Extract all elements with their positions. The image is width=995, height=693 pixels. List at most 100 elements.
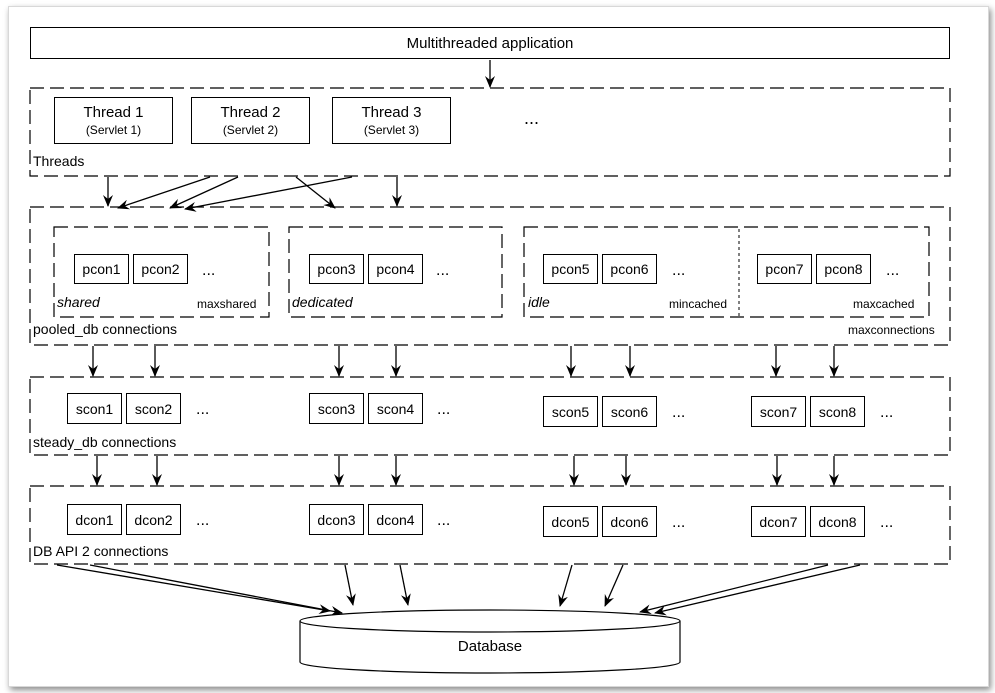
maxconnections-label: maxconnections bbox=[848, 323, 935, 337]
dcon6-box: dcon6 bbox=[602, 506, 657, 537]
thread-box-3: Thread 3 (Servlet 3) bbox=[332, 97, 451, 144]
thread-name: Thread 3 bbox=[361, 104, 422, 121]
arrow-d-db3 bbox=[344, 564, 356, 606]
arrow-t-p3 bbox=[169, 176, 239, 209]
thread-name: Thread 1 bbox=[83, 104, 144, 121]
shared-group-region bbox=[53, 226, 270, 318]
dcon8-label: dcon8 bbox=[818, 513, 857, 530]
threads-region bbox=[29, 87, 951, 177]
scon7-label: scon7 bbox=[759, 403, 798, 420]
dcon1-box: dcon1 bbox=[67, 504, 122, 535]
thread-box-2: Thread 2 (Servlet 2) bbox=[191, 97, 310, 144]
dcon3-label: dcon3 bbox=[317, 511, 356, 528]
scon7-box: scon7 bbox=[751, 396, 806, 427]
thread-servlet: (Servlet 1) bbox=[85, 123, 142, 137]
arrow-d-db1 bbox=[56, 564, 331, 615]
pcon8-label: pcon8 bbox=[824, 261, 863, 277]
scon8-label: scon8 bbox=[818, 403, 857, 420]
arrow-t-p4 bbox=[184, 176, 353, 212]
shared-kind-label: shared bbox=[57, 294, 100, 310]
idle-kind-label: idle bbox=[528, 294, 550, 310]
cached-ellipsis: ... bbox=[886, 262, 900, 279]
arrow-d-db6 bbox=[604, 564, 624, 607]
pcon4-label: pcon4 bbox=[376, 261, 415, 277]
scon4-label: scon4 bbox=[376, 400, 415, 417]
arrow-t-p5 bbox=[295, 176, 336, 209]
pcon8-box: pcon8 bbox=[816, 254, 871, 284]
scon6-box: scon6 bbox=[602, 396, 657, 427]
scon3-box: scon3 bbox=[309, 393, 364, 424]
scon2-box: scon2 bbox=[126, 393, 181, 424]
scon6-label: scon6 bbox=[610, 403, 649, 420]
dcon2-label: dcon2 bbox=[134, 511, 173, 528]
dcon7-label: dcon7 bbox=[759, 513, 798, 530]
pcon5-box: pcon5 bbox=[543, 254, 598, 284]
dcon5-box: dcon5 bbox=[543, 506, 598, 537]
scon8-box: scon8 bbox=[810, 396, 865, 427]
pcon1-label: pcon1 bbox=[82, 261, 121, 277]
mincached-label: mincached bbox=[669, 297, 728, 311]
dedicated-ellipsis: ... bbox=[436, 262, 450, 279]
dcon1-label: dcon1 bbox=[75, 511, 114, 528]
pcon4-box: pcon4 bbox=[368, 254, 423, 284]
scon3-label: scon3 bbox=[317, 400, 356, 417]
maxcached-label: maxcached bbox=[853, 297, 915, 311]
scon4-box: scon4 bbox=[368, 393, 423, 424]
arrow-d-db5 bbox=[558, 564, 573, 607]
pcon6-label: pcon6 bbox=[610, 261, 649, 277]
maxshared-label: maxshared bbox=[197, 297, 257, 311]
scon2-label: scon2 bbox=[134, 400, 173, 417]
arrow-d-db4 bbox=[399, 564, 411, 606]
database-label: Database bbox=[457, 638, 523, 655]
dbapi-ellipsis-1: ... bbox=[196, 512, 210, 529]
scon1-box: scon1 bbox=[67, 393, 122, 424]
cached-group-region bbox=[523, 226, 930, 318]
pooled-label: pooled_db connections bbox=[33, 321, 178, 337]
dcon8-box: dcon8 bbox=[810, 506, 865, 537]
dbapi-ellipsis-4: ... bbox=[880, 514, 894, 531]
dbapi-ellipsis-2: ... bbox=[437, 512, 451, 529]
pcon7-label: pcon7 bbox=[765, 261, 804, 277]
arrow-d-db2 bbox=[89, 564, 343, 616]
arrow-d-db7 bbox=[639, 564, 829, 615]
pcon1-box: pcon1 bbox=[74, 254, 129, 284]
dcon4-box: dcon4 bbox=[368, 504, 423, 535]
dcon2-box: dcon2 bbox=[126, 504, 181, 535]
steady-region bbox=[29, 376, 951, 456]
application-box: Multithreaded application bbox=[30, 27, 950, 59]
dedicated-kind-label: dedicated bbox=[292, 294, 353, 310]
application-title: Multithreaded application bbox=[406, 34, 574, 52]
dbapi-label: DB API 2 connections bbox=[33, 543, 169, 559]
dcon7-box: dcon7 bbox=[751, 506, 806, 537]
dcon6-label: dcon6 bbox=[610, 513, 649, 530]
steady-ellipsis-3: ... bbox=[672, 404, 686, 421]
shared-ellipsis: ... bbox=[202, 262, 216, 279]
threads-ellipsis: ... bbox=[524, 108, 540, 128]
scon5-box: scon5 bbox=[543, 396, 598, 427]
dedicated-group-region bbox=[288, 226, 503, 318]
pooled-region bbox=[29, 206, 951, 346]
pcon7-box: pcon7 bbox=[757, 254, 812, 284]
thread-servlet: (Servlet 2) bbox=[222, 123, 279, 137]
steady-ellipsis-2: ... bbox=[437, 401, 451, 418]
pcon6-box: pcon6 bbox=[602, 254, 657, 284]
pcon3-box: pcon3 bbox=[309, 254, 364, 284]
steady-ellipsis-1: ... bbox=[196, 401, 210, 418]
dcon4-label: dcon4 bbox=[376, 511, 415, 528]
pcon2-label: pcon2 bbox=[141, 261, 180, 277]
arrow-t-p2 bbox=[117, 176, 211, 210]
scon5-label: scon5 bbox=[551, 403, 590, 420]
idle-ellipsis: ... bbox=[672, 262, 686, 279]
scon1-label: scon1 bbox=[75, 400, 114, 417]
dbapi-ellipsis-3: ... bbox=[672, 514, 686, 531]
database-cylinder bbox=[299, 609, 681, 674]
threads-label: Threads bbox=[33, 153, 85, 169]
thread-servlet: (Servlet 3) bbox=[363, 123, 420, 137]
dbapi-region bbox=[29, 485, 951, 565]
dcon5-label: dcon5 bbox=[551, 513, 590, 530]
steady-label: steady_db connections bbox=[33, 434, 177, 450]
thread-name: Thread 2 bbox=[220, 104, 281, 121]
pcon5-label: pcon5 bbox=[551, 261, 590, 277]
thread-box-1: Thread 1 (Servlet 1) bbox=[54, 97, 173, 144]
